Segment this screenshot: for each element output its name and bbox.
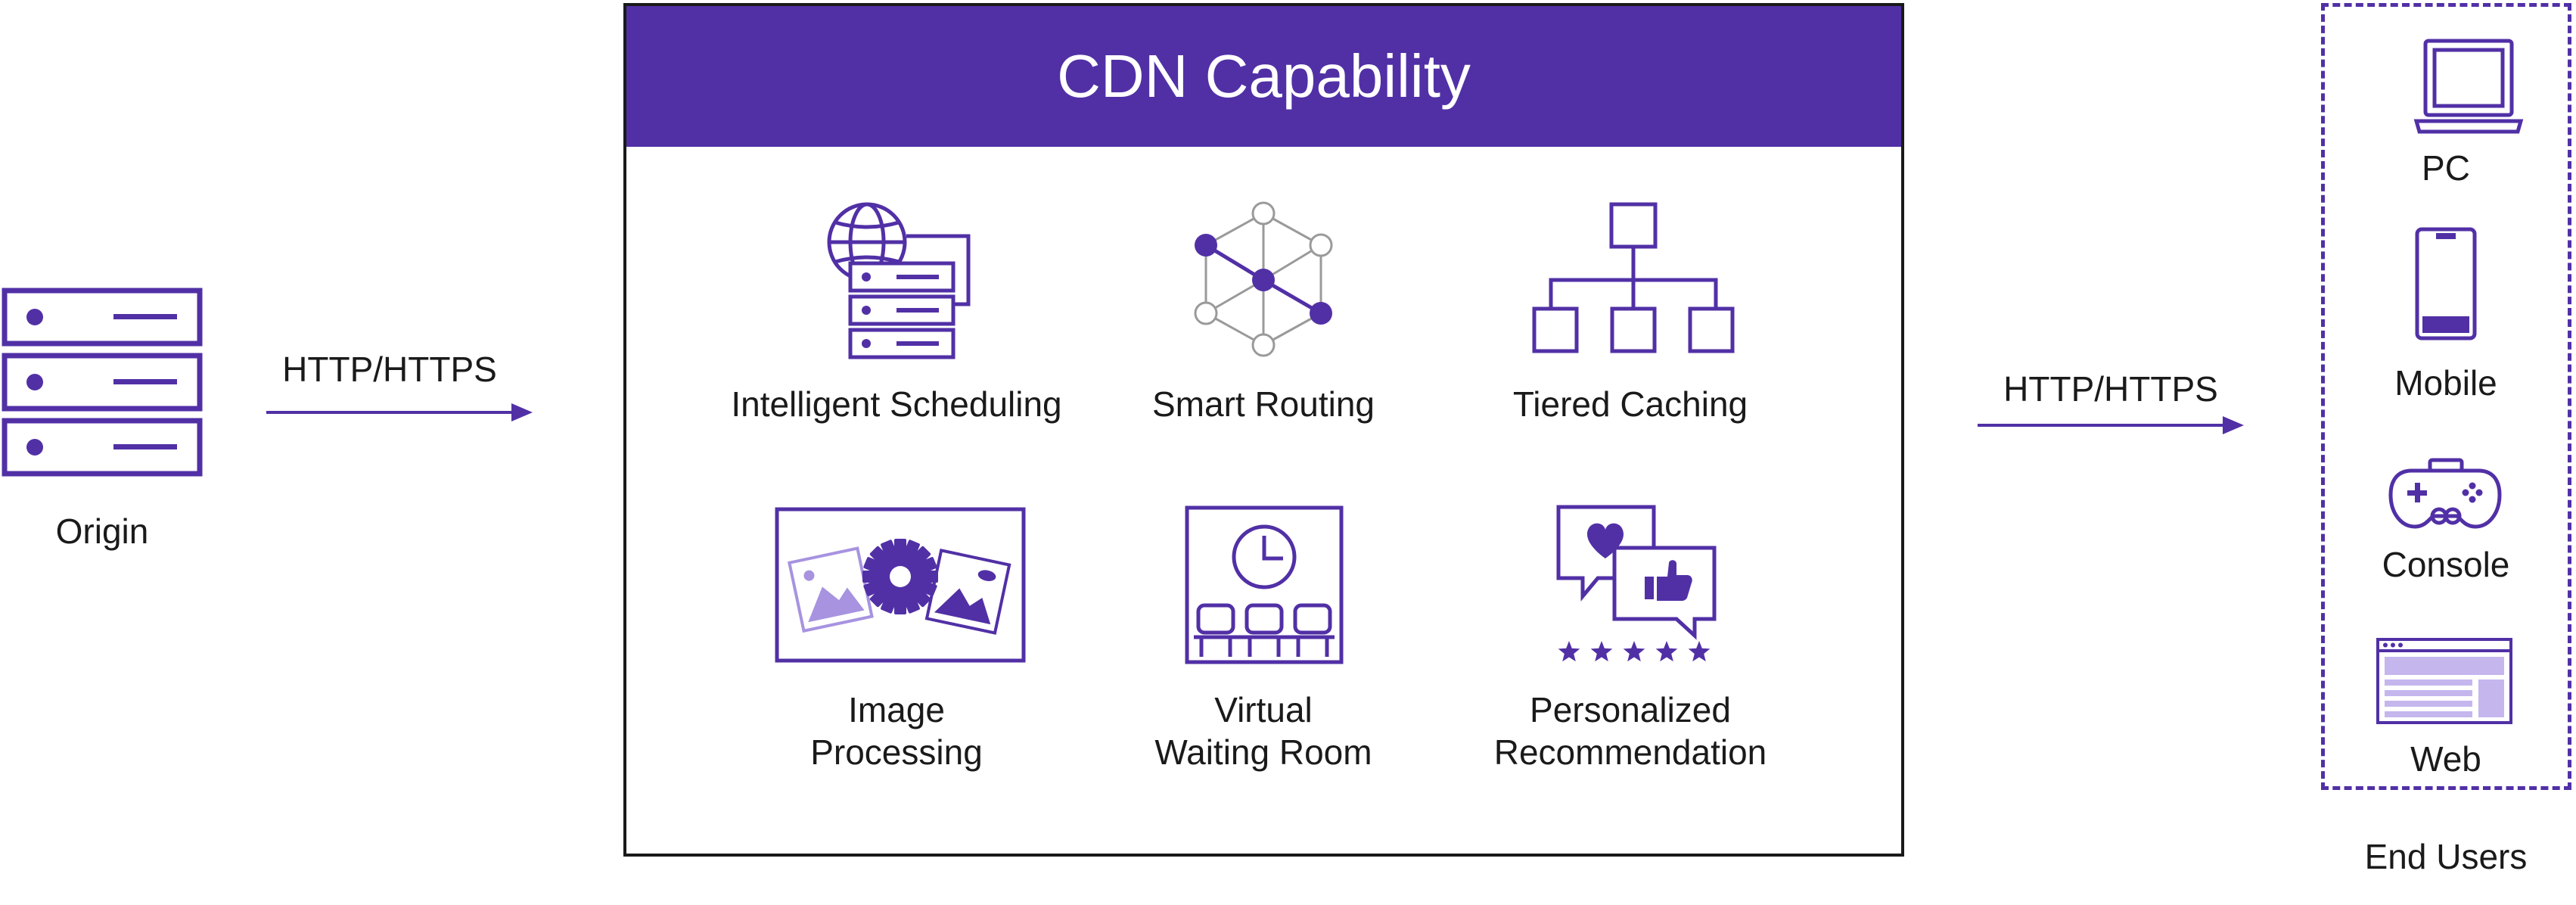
capability-label-recommendation: Recommendation (1493, 732, 1767, 772)
waiting-room-icon (1185, 505, 1344, 664)
left-protocol-label: HTTP/HTTPS (282, 350, 497, 389)
capability-label-image: Image (848, 690, 945, 729)
rating-star-icon (1590, 641, 1613, 662)
image-gear-icon (775, 507, 1026, 663)
right-protocol-label: HTTP/HTTPS (2003, 369, 2218, 409)
right-arrow (1978, 416, 2244, 434)
globe-server-icon (827, 202, 971, 359)
gamepad-icon (2388, 458, 2502, 529)
server-stack-icon (2, 288, 203, 477)
hierarchy-tree-icon (1532, 202, 1735, 353)
rating-star-icon (1623, 641, 1645, 662)
browser-window-icon (2376, 638, 2512, 724)
capability-label-processing: Processing (810, 732, 983, 772)
rating-star-icon (1558, 641, 1580, 662)
smartphone-icon (2415, 227, 2477, 341)
capability-label-virtual: Virtual (1214, 690, 1313, 729)
network-nodes-icon (1194, 201, 1333, 357)
cdn-capability-panel: CDN Capability (623, 3, 1904, 857)
end-users-label: End Users (2364, 837, 2528, 876)
laptop-icon (2413, 39, 2524, 134)
device-label-web: Web (2410, 739, 2481, 779)
capability-label-smart-routing: Smart Routing (1151, 384, 1375, 424)
device-label-console: Console (2382, 545, 2510, 584)
cdn-title: CDN Capability (626, 6, 1901, 147)
capability-label-intelligent-scheduling: Intelligent Scheduling (731, 384, 1062, 424)
device-label-pc: PC (2422, 148, 2470, 188)
device-label-mobile: Mobile (2394, 363, 2497, 403)
capability-label-waiting-room: Waiting Room (1154, 732, 1372, 772)
chat-rating-icon (1556, 505, 1717, 662)
capability-label-personalized: Personalized (1530, 690, 1731, 729)
left-arrow (266, 403, 533, 421)
rating-star-icon (1688, 641, 1711, 662)
end-users-panel (2321, 3, 2571, 790)
origin-label: Origin (55, 512, 149, 551)
capability-label-tiered-caching: Tiered Caching (1512, 384, 1748, 424)
rating-star-icon (1655, 641, 1678, 662)
